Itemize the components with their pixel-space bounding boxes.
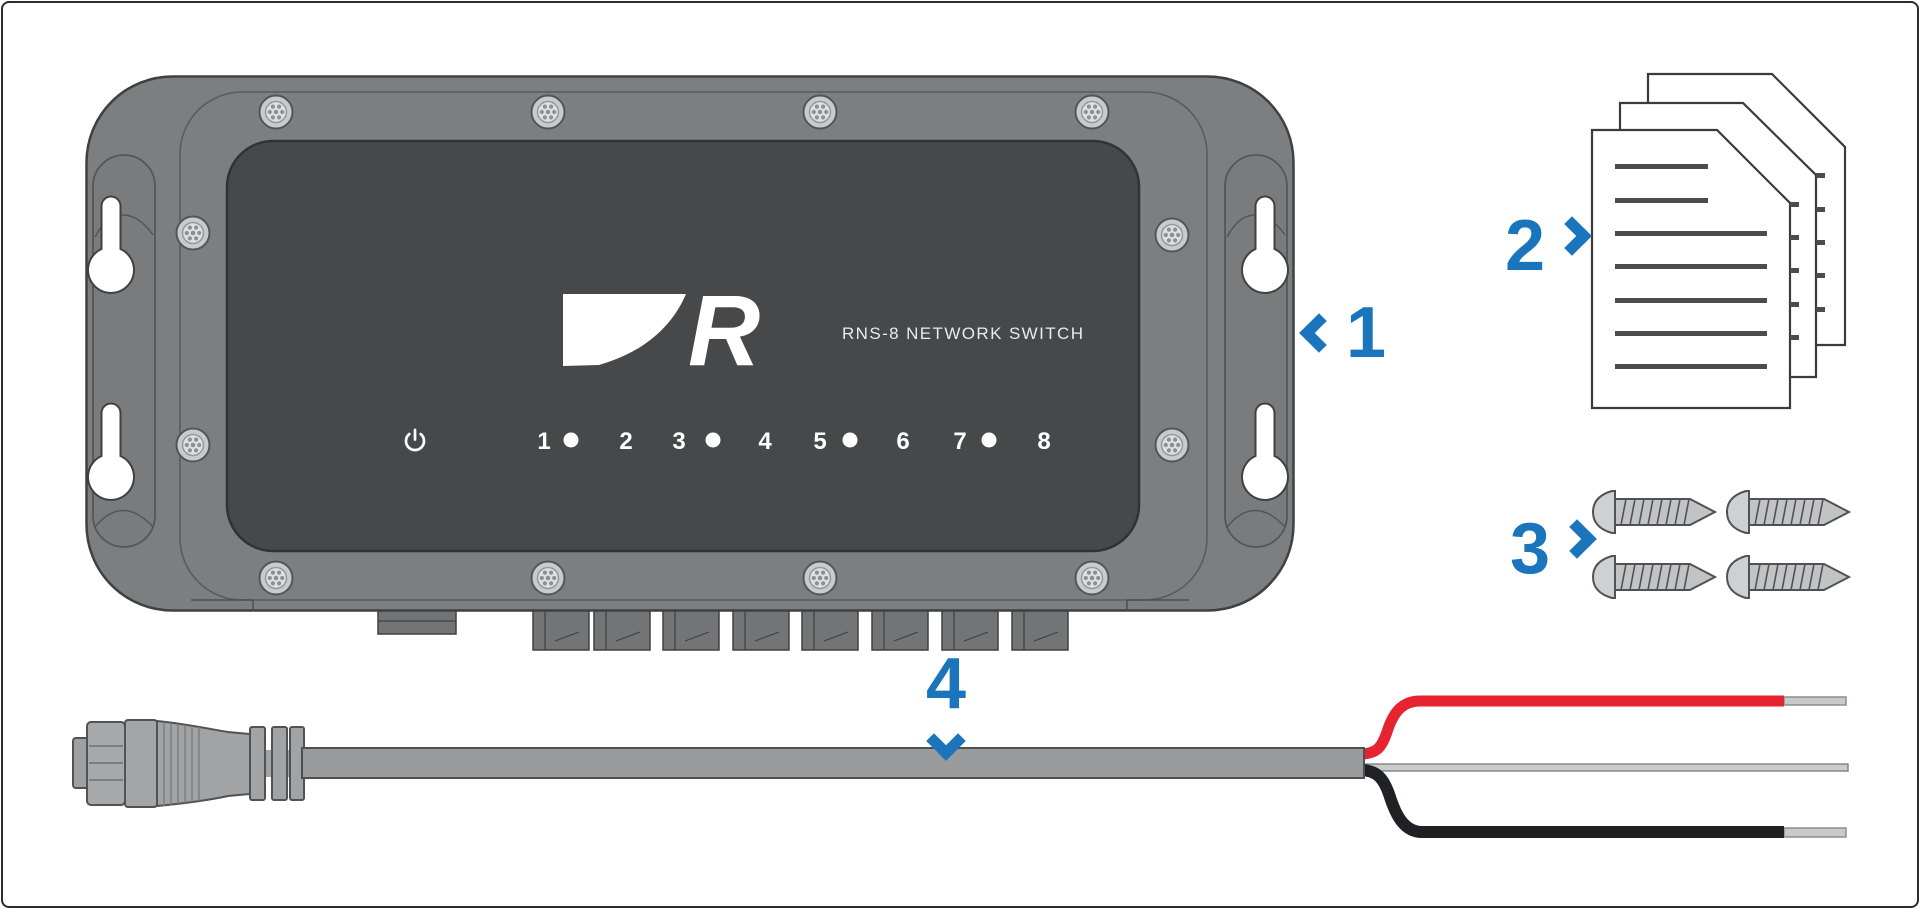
port-label: 8 — [1037, 428, 1050, 455]
keyhole-slot-icon — [87, 195, 135, 294]
port-label: 5 — [813, 428, 826, 455]
led-dots — [563, 432, 997, 448]
black-power-wire — [1359, 764, 1784, 838]
port-label: 6 — [896, 428, 909, 455]
power-icon — [404, 428, 426, 452]
led-dot-icon — [705, 432, 721, 448]
brand-logo: R — [563, 275, 760, 387]
drain-wire — [1361, 763, 1849, 772]
callout-number: 1 — [1346, 293, 1387, 373]
chevron-left-icon — [1299, 313, 1339, 353]
callout-number: 2 — [1505, 206, 1546, 286]
chevron-right-icon — [1557, 519, 1597, 559]
port-label: 3 — [672, 428, 685, 455]
connector-collar — [124, 719, 158, 808]
network-switch-illustration: R RNS-8 NETWORK SWITCH 1 2 3 4 5 6 7 8 — [85, 75, 1295, 651]
callout-2: 2 — [1505, 206, 1592, 286]
keyhole-slot-icon — [1241, 195, 1289, 294]
port-label: 4 — [758, 428, 772, 455]
screw-icon — [1726, 555, 1850, 599]
callout-1: 1 — [1299, 293, 1387, 373]
keyhole-slot-icon — [1241, 402, 1289, 501]
bare-wire-tip — [1783, 696, 1847, 706]
screw-icon — [1592, 490, 1716, 534]
mounting-ear-left — [87, 154, 156, 548]
port-label: 1 — [537, 428, 550, 455]
product-label: RNS-8 NETWORK SWITCH — [842, 324, 1084, 343]
document-text-lines — [1615, 164, 1825, 369]
callout-number: 3 — [1510, 509, 1551, 589]
callout-number: 4 — [926, 644, 967, 724]
led-dot-icon — [981, 432, 997, 448]
chevron-down-icon — [926, 721, 966, 761]
port-label: 7 — [953, 428, 966, 455]
strain-relief-rib — [249, 726, 266, 801]
cable-connector — [72, 719, 305, 808]
mounting-screws-illustration — [1592, 490, 1850, 599]
callout-4: 4 — [926, 644, 967, 761]
led-dot-icon — [842, 432, 858, 448]
device-center-section — [179, 91, 1208, 601]
bottom-step-line — [191, 599, 1189, 611]
front-panel — [225, 139, 1141, 553]
cable-jacket — [301, 747, 1365, 779]
keyhole-slot-icon — [87, 402, 135, 501]
port-indicator-row: 1 2 3 4 5 6 7 8 — [537, 428, 1050, 455]
logo-letter: R — [688, 275, 760, 387]
callout-3: 3 — [1510, 509, 1597, 589]
cable-wires — [1359, 695, 1849, 838]
chevron-right-icon — [1552, 216, 1592, 256]
port-label: 2 — [619, 428, 632, 455]
strain-relief-rib — [271, 726, 288, 801]
red-power-wire — [1359, 695, 1784, 760]
bottom-connector-ports — [377, 607, 1069, 651]
screw-icon — [1592, 555, 1716, 599]
bare-wire-tip — [1783, 827, 1847, 838]
led-dot-icon — [563, 432, 579, 448]
power-cable-illustration — [72, 695, 1849, 838]
spinnaker-sail-icon — [563, 294, 686, 366]
network-port-tabs — [532, 607, 1069, 651]
mounting-ear-right — [1224, 154, 1289, 548]
screw-icon — [1726, 490, 1850, 534]
documentation-illustration — [1590, 72, 1847, 410]
